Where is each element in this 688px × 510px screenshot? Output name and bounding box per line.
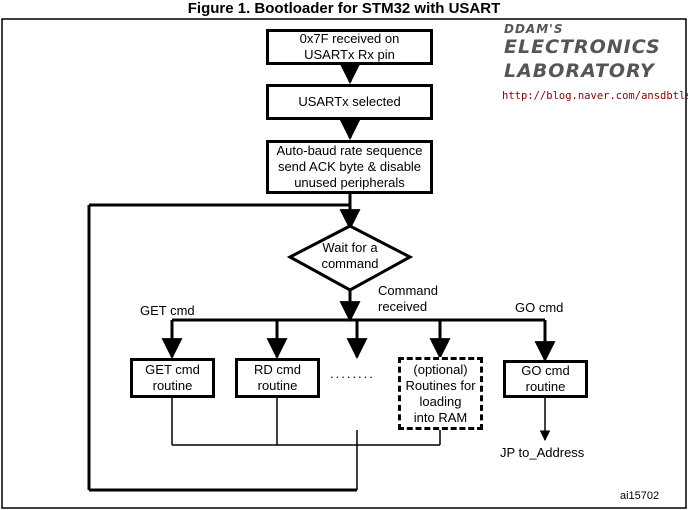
figure-id: ai15702 <box>620 490 660 502</box>
node-go-routine: GO cmd routine <box>503 360 588 398</box>
label-get-cmd: GET cmd <box>140 303 195 318</box>
watermark-url: http://blog.naver.com/ansdbtls4067 <box>502 90 688 102</box>
watermark-line1: ELECTRONICS <box>504 36 661 58</box>
node-wait-label: Wait for a command <box>321 240 379 271</box>
label-jp: JP to_Address <box>500 445 585 460</box>
node-rd-routine: RD cmd routine <box>235 358 320 398</box>
node-selected: USARTx selected <box>266 84 433 120</box>
node-get-routine: GET cmd routine <box>130 358 215 398</box>
label-go-cmd: GO cmd <box>515 300 564 315</box>
node-autobaud: Auto-baud rate sequence send ACK byte & … <box>266 140 433 194</box>
watermark-top: DDAM'S <box>504 22 564 36</box>
ellipsis: ........ <box>330 366 375 381</box>
outer-frame <box>1 18 687 509</box>
watermark-line2: LABORATORY <box>504 60 655 82</box>
node-optional: (optional) Routines for loading into RAM <box>398 357 483 430</box>
figure-title: Figure 1. Bootloader for STM32 with USAR… <box>187 0 501 17</box>
node-received: 0x7F received on USARTx Rx pin <box>266 29 433 65</box>
label-command-received: Command received <box>378 283 438 314</box>
